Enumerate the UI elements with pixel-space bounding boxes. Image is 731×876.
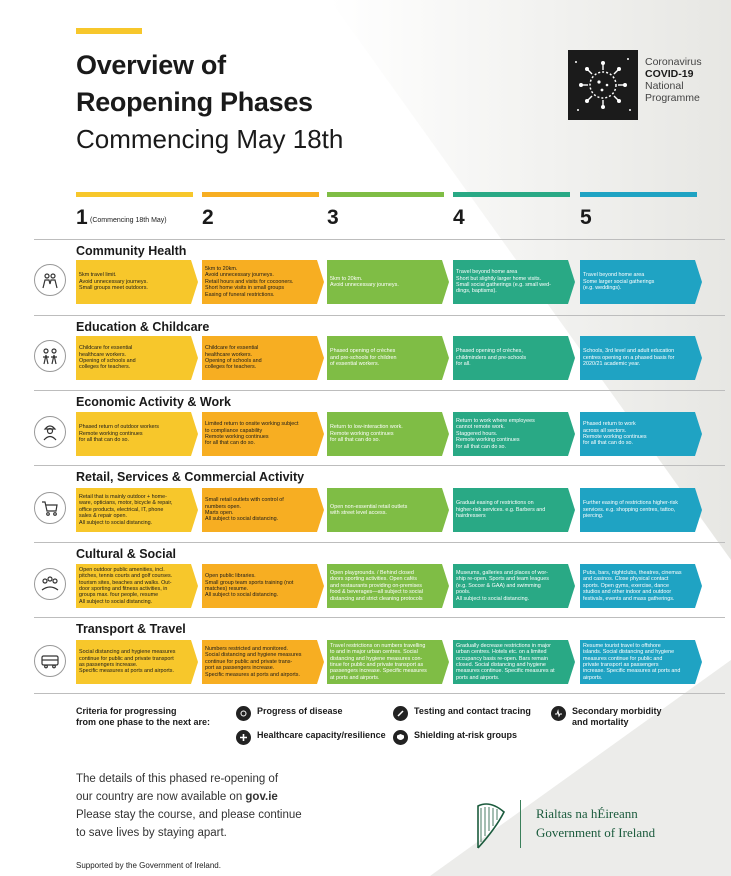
phase-5-bar: [580, 192, 697, 197]
virus-icon: [568, 50, 638, 120]
phase-3-bar: [327, 192, 444, 197]
section-title-retail: Retail, Services & Commercial Activity: [76, 470, 305, 484]
section-title-transport: Transport & Travel: [76, 622, 186, 636]
transport-phase-4: Gradually decrease restrictions in major…: [453, 640, 575, 684]
children-icon: [34, 340, 66, 372]
footer-line3: Please stay the course, and please conti…: [76, 809, 302, 821]
footer-line1: The details of this phased re-opening of: [76, 773, 279, 785]
logo-line4: Programme: [645, 92, 700, 104]
section-divider: [34, 542, 725, 543]
cultural-phase-5: Pubs, bars, nightclubs, theatres, cinema…: [580, 564, 702, 608]
logo-line1: Coronavirus: [645, 56, 702, 68]
phase-1-bar: [76, 192, 193, 197]
bus-icon: [34, 645, 66, 677]
criteria-shielding: Shielding at-risk groups: [393, 730, 517, 745]
economic-phase-3: Return to low-interaction work. Remote w…: [327, 412, 449, 456]
heart-monitor-icon: [551, 706, 566, 721]
footer-line2: our country are now available on gov.ie: [76, 791, 278, 803]
transport-phase-3: Travel restrictions on numbers travellin…: [327, 640, 449, 684]
shield-icon: [393, 730, 408, 745]
cultural-phase-3: Open playgrounds. / Behind closed doors …: [327, 564, 449, 608]
virus-small-icon: [236, 706, 251, 721]
section-divider: [34, 693, 725, 694]
page-subtitle: Commencing May 18th: [76, 124, 344, 154]
economic-phase-4: Return to work where employees cannot re…: [453, 412, 575, 456]
criteria-testing: Testing and contact tracing: [393, 706, 531, 721]
section-divider: [34, 239, 725, 240]
transport-phase-5: Resume tourist travel to offshore island…: [580, 640, 702, 684]
harp-icon: [470, 798, 512, 857]
phase-4-bar: [453, 192, 570, 197]
community-health-phase-4: Travel beyond home area Short but slight…: [453, 260, 575, 304]
logo-line3: National: [645, 80, 684, 92]
education-phase-4: Phased opening of crèches, childminders …: [453, 336, 575, 380]
government-divider: [520, 800, 521, 848]
retail-phase-1: Retail that is mainly outdoor + home- wa…: [76, 488, 198, 532]
retail-phase-3: Open non-essential retail outlets with s…: [327, 488, 449, 532]
education-phase-2: Childcare for essential healthcare worke…: [202, 336, 324, 380]
phase-1-number: 1: [76, 206, 88, 229]
retail-phase-2: Small retail outlets with control of num…: [202, 488, 324, 532]
criteria-label: Criteria for progressing from one phase …: [76, 706, 211, 727]
section-title-education: Education & Childcare: [76, 320, 210, 334]
phase-2-bar: [202, 192, 319, 197]
shopping-cart-icon: [34, 492, 66, 524]
footer-line4: to save lives by staying apart.: [76, 827, 227, 839]
section-title-economic: Economic Activity & Work: [76, 395, 231, 409]
community-health-phase-1: 5km travel limit. Avoid unnecessary jour…: [76, 260, 198, 304]
section-divider: [34, 465, 725, 466]
worker-icon: [34, 416, 66, 448]
phase-3-number: 3: [327, 206, 339, 229]
education-phase-1: Childcare for essential healthcare worke…: [76, 336, 198, 380]
support-text: Supported by the Government of Ireland.: [76, 861, 221, 870]
retail-phase-4: Gradual easing of restrictions on higher…: [453, 488, 575, 532]
community-icon: [34, 568, 66, 600]
page-title-line1: Overview of: [76, 50, 226, 80]
criteria-progress-of-disease: Progress of disease: [236, 706, 343, 721]
criteria-healthcare-capacity: Healthcare capacity/resilience: [236, 730, 386, 745]
phase-4-number: 4: [453, 206, 465, 229]
section-divider: [34, 315, 725, 316]
transport-phase-1: Social distancing and hygiene measures c…: [76, 640, 198, 684]
government-name-irish: Rialtas na hÉireann: [536, 806, 638, 821]
criteria-secondary-morbidity: Secondary morbidity and mortality: [551, 706, 662, 728]
accent-bar: [76, 28, 142, 34]
government-name-english: Government of Ireland: [536, 825, 656, 840]
economic-phase-5: Phased return to work across all sectors…: [580, 412, 702, 456]
cultural-phase-4: Museums, galleries and places of wor- sh…: [453, 564, 575, 608]
logo-line2: COVID-19: [645, 68, 694, 80]
page-title-line2: Reopening Phases: [76, 87, 313, 117]
section-title-cultural: Cultural & Social: [76, 547, 177, 561]
cultural-phase-1: Open outdoor public amenities, incl. pit…: [76, 564, 198, 608]
phase-1-subtitle: (Commencing 18th May): [90, 217, 167, 224]
community-health-phase-5: Travel beyond home area Some larger soci…: [580, 260, 702, 304]
education-phase-3: Phased opening of crèches and pre-school…: [327, 336, 449, 380]
section-title-community-health: Community Health: [76, 244, 187, 258]
retail-phase-5: Further easing of restrictions higher-ri…: [580, 488, 702, 532]
hospital-icon: [236, 730, 251, 745]
section-divider: [34, 617, 725, 618]
community-health-phase-3: 5km to 20km. Avoid unnecessary journeys.: [327, 260, 449, 304]
education-phase-5: Schools, 3rd level and adult education c…: [580, 336, 702, 380]
phase-2-number: 2: [202, 206, 214, 229]
economic-phase-2: Limited return to onsite working subject…: [202, 412, 324, 456]
transport-phase-2: Numbers restricted and monitored. Social…: [202, 640, 324, 684]
phase-5-number: 5: [580, 206, 592, 229]
community-health-phase-2: 5km to 20km. Avoid unnecessary journeys.…: [202, 260, 324, 304]
economic-phase-1: Phased return of outdoor workers Remote …: [76, 412, 198, 456]
family-icon: [34, 264, 66, 296]
gov-ie-link[interactable]: gov.ie: [245, 791, 278, 803]
cultural-phase-2: Open public libraries. Small group team …: [202, 564, 324, 608]
section-divider: [34, 390, 725, 391]
test-tube-icon: [393, 706, 408, 721]
